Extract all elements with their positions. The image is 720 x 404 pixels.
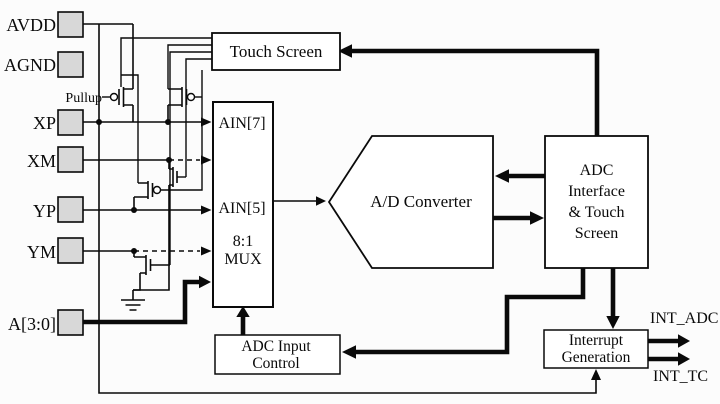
arrowhead-up-icon (236, 306, 250, 317)
arrowhead-xm-icon (201, 155, 212, 165)
junction-dots (96, 119, 172, 254)
adc-input-control-box (214, 334, 341, 375)
arrowhead-right-icon (530, 211, 544, 225)
junction-dot (165, 119, 171, 125)
ad-converter-label: A/D Converter (370, 192, 472, 211)
legs (134, 256, 146, 274)
junction-dot (131, 207, 137, 213)
arrowhead-mux-out-icon (316, 196, 326, 206)
analog-switch-network (96, 24, 202, 311)
junction-dot (96, 119, 102, 125)
nmos-xm-switch-transistor (133, 160, 186, 291)
arrowhead-left-icon (342, 345, 356, 359)
control-line-2 (167, 44, 212, 89)
int-tc-label: INT_TC (653, 368, 708, 385)
control-line-4 (185, 58, 212, 177)
legs (168, 88, 182, 106)
arrowhead-ym-icon (201, 246, 212, 256)
adc-interface-box (544, 135, 649, 269)
arrow-a30-to-mux (83, 279, 199, 325)
arrowhead-right-icon (678, 352, 690, 366)
pullup-signal-label: Pullup (65, 91, 102, 106)
arrowhead-left-icon (495, 169, 509, 183)
nmos-ym-switch-transistor (132, 251, 170, 300)
adc-interface-label-line1: ADC (580, 162, 614, 179)
junction-dot (166, 157, 172, 163)
pmos-bubble-icon (152, 185, 162, 195)
control-line-1 (120, 37, 212, 87)
pin-label-ym: YM (27, 242, 56, 262)
interrupt-generation-block: Interrupt Generation (543, 329, 649, 369)
arrowhead-down-icon (606, 316, 620, 329)
arrowhead-yp-icon (201, 205, 212, 215)
ad-converter-block: A/D Converter (327, 135, 494, 269)
interrupt-generation-box (543, 329, 649, 369)
ground-bars (121, 299, 145, 311)
interrupt-generation-label-line1: Interrupt (569, 332, 624, 349)
touch-screen-block: Touch Screen (211, 32, 341, 71)
mux-ain7-label: AIN[7] (218, 115, 265, 132)
arrowhead-right-icon (199, 275, 211, 289)
arrowhead-left-icon (338, 44, 352, 58)
adc-interface-block: ADC Interface & Touch Screen (544, 135, 649, 269)
pmos-bubble-icon (109, 92, 119, 102)
pad-xm (57, 146, 84, 173)
arrow-adcif-to-touchscreen (352, 48, 600, 136)
pmos-xp-switch-transistor (167, 87, 202, 122)
control-line-3 (169, 51, 212, 265)
arrowhead-right-icon (678, 334, 690, 348)
pmos-yp-switch-transistor (133, 181, 162, 210)
pad-a30 (57, 309, 84, 336)
output-labels: INT_ADC INT_TC (650, 310, 718, 385)
adc-interface-label-line4: Screen (575, 225, 619, 242)
source-drain-wires (132, 251, 141, 300)
pin-label-agnd: AGND (4, 55, 56, 75)
ground-symbol-icon (121, 299, 145, 311)
pin-label-avdd: AVDD (6, 15, 56, 35)
mux-label: MUX (224, 251, 262, 268)
bus-arrows (83, 44, 690, 366)
legs (134, 182, 148, 198)
touch-screen-label: Touch Screen (230, 42, 323, 61)
pad-avdd (57, 11, 84, 38)
wire-pen-interrupt-feedback (98, 24, 597, 394)
pin-label-a30: A[3:0] (8, 314, 56, 334)
mux-ratio-label: 8:1 (233, 233, 253, 250)
legs (123, 88, 133, 106)
mux-ain5-label: AIN[5] (218, 200, 265, 217)
adc-interface-label-line2: Interface (568, 183, 625, 200)
pad-ym (57, 237, 84, 264)
pin-labels: AVDD AGND XP XM YP YM A[3:0] Pullup (4, 15, 102, 334)
control-line-6 (121, 74, 139, 183)
adc-input-control-label-line1: ADC Input (241, 338, 311, 355)
int-adc-label: INT_ADC (650, 310, 718, 327)
touch-screen-box (211, 32, 341, 71)
adc-interface-label-line3: & Touch (569, 204, 625, 221)
junction-dot (131, 248, 137, 254)
arrowhead-feedback-up-icon (591, 369, 601, 380)
pmos-pullup-transistor (102, 24, 134, 122)
mux-box (212, 101, 274, 308)
adc-input-control-label-line2: Control (252, 355, 299, 372)
pad-agnd (57, 51, 84, 78)
pmos-bubble-icon (186, 92, 196, 102)
adc-input-control-block: ADC Input Control (214, 334, 341, 375)
pin-pads (57, 11, 84, 336)
signal-arrowheads (201, 117, 601, 380)
arrow-adcif-to-input-control (356, 268, 586, 355)
interrupt-generation-label-line2: Generation (562, 349, 631, 366)
pad-yp (57, 196, 84, 223)
wires (83, 23, 597, 394)
pin-label-xm: XM (27, 151, 56, 171)
mux-block: AIN[7] AIN[5] 8:1 MUX (212, 101, 274, 308)
control-line-5 (160, 70, 203, 191)
pin-label-xp: XP (33, 113, 56, 133)
pad-xp (57, 109, 84, 136)
pin-label-yp: YP (33, 201, 56, 221)
ad-converter-shape (327, 135, 494, 269)
arrowhead-xp-icon (201, 117, 212, 127)
